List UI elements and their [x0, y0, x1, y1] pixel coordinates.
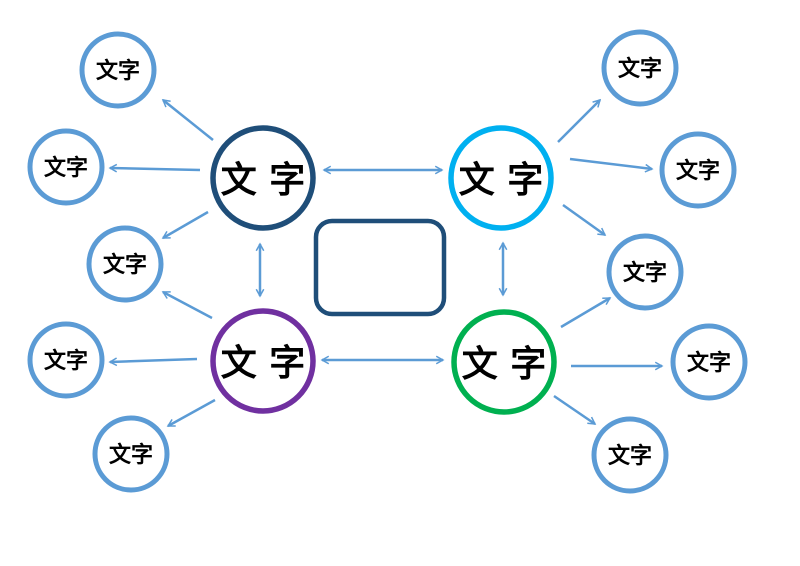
leaf-left-2-label: 文字	[44, 155, 88, 181]
hub-top-right[interactable]: 文 字	[448, 125, 554, 231]
hub-bottom-left[interactable]: 文 字	[210, 308, 316, 414]
leaf-right-3-label: 文字	[623, 260, 667, 286]
leaf-left-1[interactable]: 文字	[79, 31, 157, 109]
leaf-right-1-label: 文字	[618, 56, 662, 82]
hub-bottom-right-circle	[451, 309, 557, 415]
leaf-circle	[591, 416, 669, 494]
leaf-left-5-label: 文字	[109, 442, 153, 468]
arrow-to-leaf-right-3	[562, 203, 605, 237]
connectors-layer	[110, 99, 662, 428]
leaf-circle	[606, 233, 684, 311]
arrow-to-leaf-right-3b	[560, 296, 610, 329]
leaf-right-1[interactable]: 文字	[601, 29, 679, 107]
leaf-left-4-label: 文字	[44, 348, 88, 374]
arrow-to-leaf-right-1	[557, 100, 600, 143]
leaf-circle	[27, 321, 105, 399]
hub-top-left-circle	[210, 125, 316, 231]
arrow-to-leaf-left-1	[163, 99, 214, 141]
hub-bottom-right[interactable]: 文 字	[451, 309, 557, 415]
leaf-left-1-label: 文字	[96, 58, 140, 84]
leaf-circle	[92, 415, 170, 493]
leaf-right-5-label: 文字	[608, 443, 652, 469]
leaf-left-2[interactable]: 文字	[27, 128, 105, 206]
leaf-circle	[27, 128, 105, 206]
leaf-right-3[interactable]: 文字	[606, 233, 684, 311]
arrow-to-leaf-right-2	[569, 157, 652, 169]
hub-bottom-left-circle	[210, 308, 316, 414]
leaf-left-3[interactable]: 文字	[86, 225, 164, 303]
leaf-circle	[86, 225, 164, 303]
leaf-right-4-label: 文字	[687, 350, 731, 376]
leaf-right-5[interactable]: 文字	[591, 416, 669, 494]
leaf-left-4[interactable]: 文字	[27, 321, 105, 399]
arrow-to-leaf-left-5	[168, 398, 216, 428]
leaf-right-4[interactable]: 文字	[670, 323, 748, 401]
leaf-circle	[79, 31, 157, 109]
hub-top-right-circle	[448, 125, 554, 231]
center-box[interactable]	[313, 218, 447, 317]
hub-top-left[interactable]: 文 字	[210, 125, 316, 231]
leaf-left-3-label: 文字	[103, 252, 147, 278]
arrow-to-leaf-left-2	[110, 168, 201, 170]
leaf-circle	[659, 131, 737, 209]
leaf-right-2[interactable]: 文字	[659, 131, 737, 209]
arrow-to-leaf-left-4	[110, 359, 198, 362]
hub-bottom-left-label: 文 字	[221, 343, 306, 384]
hub-top-left-label: 文 字	[221, 160, 306, 201]
arrow-to-leaf-left-3	[163, 210, 209, 240]
arrow-to-leaf-left-3b	[163, 290, 213, 320]
hub-top-right-label: 文 字	[459, 160, 544, 201]
leaf-right-2-label: 文字	[676, 158, 720, 184]
arrow-to-leaf-right-5	[553, 394, 595, 426]
leaf-left-5[interactable]: 文字	[92, 415, 170, 493]
hub-bottom-right-label: 文 字	[462, 344, 547, 385]
leaf-circle	[601, 29, 679, 107]
leaf-circle	[670, 323, 748, 401]
